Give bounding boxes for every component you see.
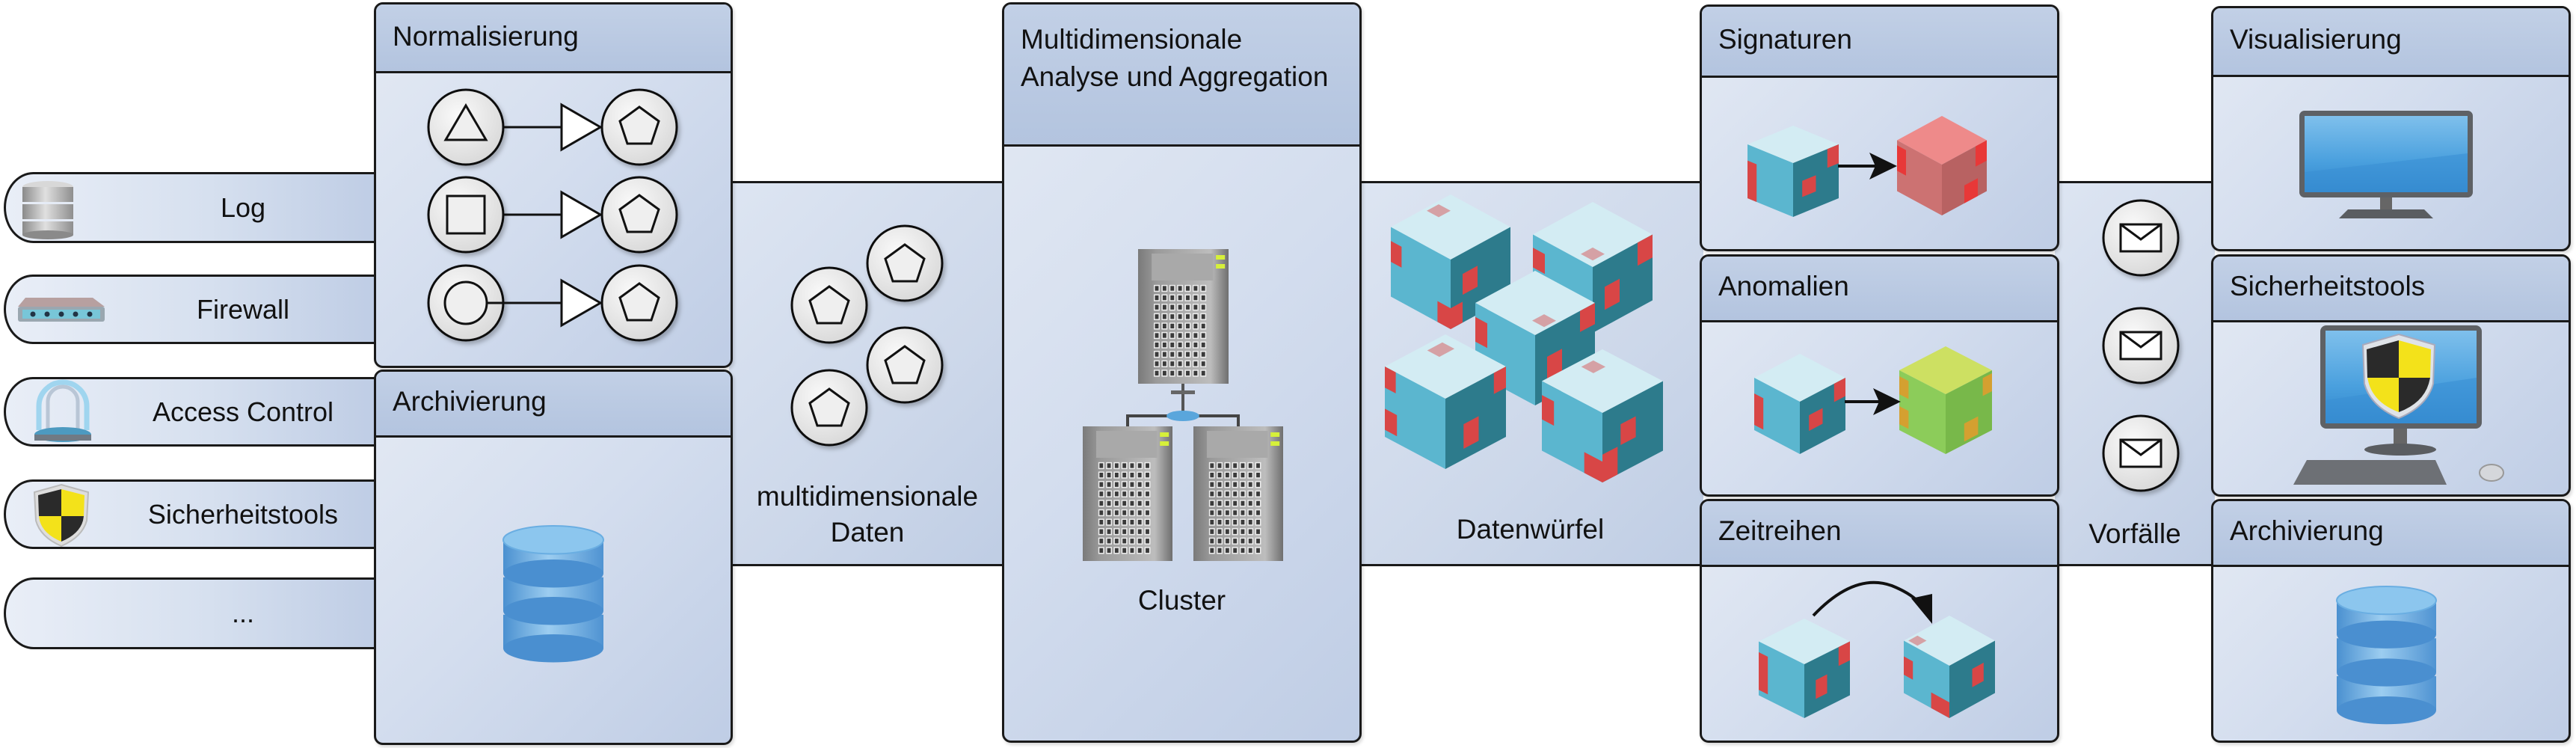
- panel-title: Sicherheitstools: [2230, 271, 2426, 301]
- panel-header: Archivierung: [376, 372, 731, 438]
- panel-header: Signaturen: [1702, 7, 2057, 78]
- panel-anomalies: Anomalien: [1700, 254, 2059, 497]
- incidents-label: Vorfälle: [2088, 518, 2181, 549]
- band-data-cubes: [1357, 181, 1703, 566]
- panel-archive-right: Archivierung: [2211, 499, 2571, 743]
- source-label-more: ...: [231, 598, 254, 628]
- source-bar-access-control: Access Control: [4, 377, 375, 447]
- panel-title: Normalisierung: [393, 21, 579, 52]
- panel-header: Multidimensionale Analyse und Aggregatio…: [1004, 4, 1359, 147]
- panel-header: Archivierung: [2213, 501, 2569, 567]
- source-bar-security-tools: Sicherheitstools: [4, 479, 375, 549]
- panel-title: Signaturen: [1718, 24, 1852, 55]
- panel-normalization: Normalisierung: [374, 2, 733, 368]
- panel-header: Visualisierung: [2213, 8, 2569, 77]
- source-bar-log: Log: [4, 172, 375, 243]
- panel-visualization: Visualisierung: [2211, 6, 2571, 251]
- panel-title: Anomalien: [1718, 271, 1849, 301]
- panel-title: Visualisierung: [2230, 24, 2402, 55]
- panel-time-series: Zeitreihen: [1700, 499, 2059, 743]
- panel-archive-left: Archivierung: [374, 370, 733, 745]
- panel-header: Sicherheitstools: [2213, 257, 2569, 322]
- panel-title: Archivierung: [2230, 515, 2384, 546]
- panel-analysis: Multidimensionale Analyse und Aggregatio…: [1002, 2, 1362, 743]
- source-label-access-control: Access Control: [152, 396, 334, 427]
- panel-signatures: Signaturen: [1700, 4, 2059, 251]
- label-line: Daten: [830, 517, 905, 548]
- source-label-log: Log: [220, 191, 266, 223]
- panel-title-line1: Multidimensionale: [1021, 24, 1243, 55]
- panel-title-line2: Analyse und Aggregation: [1021, 61, 1329, 92]
- cluster-label: Cluster: [1137, 585, 1226, 616]
- panel-header: Anomalien: [1702, 257, 2057, 322]
- panel-header: Zeitreihen: [1702, 501, 2057, 567]
- panel-security-tools: Sicherheitstools: [2211, 254, 2571, 497]
- data-cubes-label: Datenwürfel: [1456, 514, 1605, 545]
- panel-title: Zeitreihen: [1718, 515, 1842, 546]
- panel-title: Archivierung: [393, 386, 547, 417]
- source-label-security-tools: Sicherheitstools: [147, 498, 339, 530]
- label-line: multidimensionale: [756, 481, 979, 512]
- source-label-firewall: Firewall: [196, 293, 289, 325]
- source-bar-firewall: Firewall: [4, 275, 375, 344]
- multidimensional-data-label: multidimensionale Daten: [733, 479, 1002, 551]
- panel-header: Normalisierung: [376, 4, 731, 73]
- band-incidents: [2055, 181, 2215, 566]
- source-bar-more: ...: [4, 577, 375, 649]
